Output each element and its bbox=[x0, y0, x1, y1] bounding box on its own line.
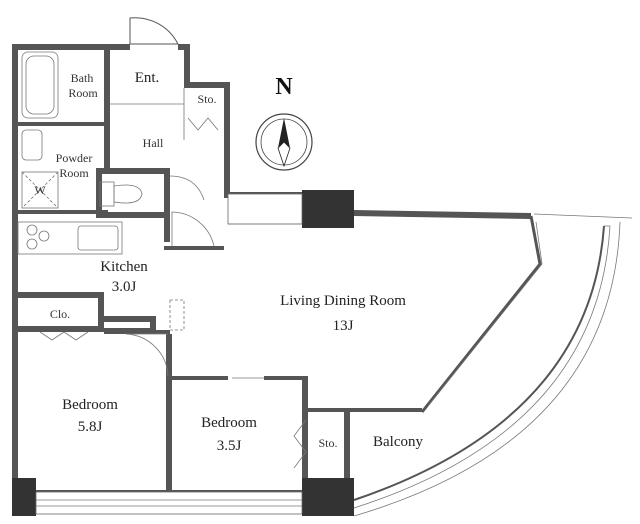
columns bbox=[12, 190, 354, 516]
balcony-structure bbox=[353, 213, 633, 517]
closet-label: Clo. bbox=[50, 307, 70, 321]
storage-entrance-label: Sto. bbox=[197, 92, 216, 106]
compass-needle bbox=[278, 118, 290, 148]
compass: N bbox=[255, 74, 313, 171]
washer-label: W bbox=[34, 183, 46, 197]
bedroom-second-size: 3.5J bbox=[217, 438, 242, 454]
hall-label: Hall bbox=[143, 136, 164, 150]
storage-bedroom-label: Sto. bbox=[318, 436, 337, 450]
kitchen-label: Kitchen bbox=[100, 259, 148, 275]
bedroom-main-size: 5.8J bbox=[78, 419, 103, 435]
powder-room-label-line2: Room bbox=[59, 166, 89, 180]
bedroom-second-label: Bedroom bbox=[201, 415, 257, 431]
walls bbox=[12, 44, 531, 516]
doors bbox=[39, 17, 307, 469]
entrance-label: Ent. bbox=[135, 70, 160, 86]
powder-room-label-line1: Powder bbox=[56, 151, 93, 165]
fixtures bbox=[17, 51, 185, 255]
bath-room-label-line2: Room bbox=[68, 86, 98, 100]
living-dining-size: 13J bbox=[333, 318, 354, 334]
bedroom-main-label: Bedroom bbox=[62, 397, 118, 413]
kitchen-size: 3.0J bbox=[112, 279, 137, 295]
bath-room-label-line1: Bath bbox=[71, 71, 94, 85]
compass-north-label: N bbox=[275, 74, 293, 100]
room-labels: Bath Room Ent. Sto. Hall Powder Room W K… bbox=[34, 70, 423, 454]
balcony-label: Balcony bbox=[373, 434, 423, 450]
living-dining-label: Living Dining Room bbox=[280, 293, 406, 309]
windows bbox=[35, 193, 303, 515]
